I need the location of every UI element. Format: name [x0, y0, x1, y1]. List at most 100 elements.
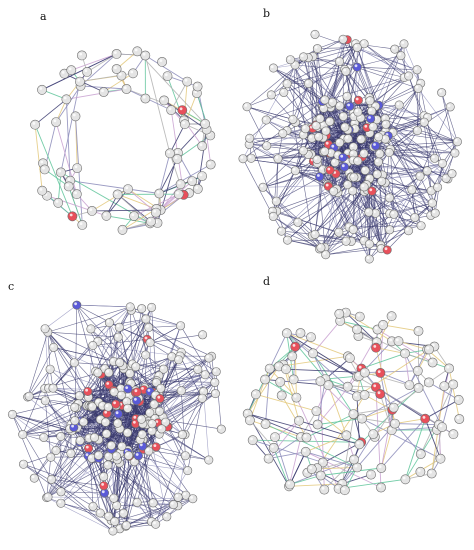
edge	[345, 312, 393, 342]
edge	[242, 158, 274, 217]
edge	[91, 209, 161, 212]
node-highlight	[378, 245, 382, 249]
node-highlight	[398, 52, 402, 56]
node-highlight	[169, 353, 173, 357]
node-highlight	[373, 143, 376, 146]
node	[258, 182, 268, 192]
node-highlight	[336, 58, 340, 62]
node	[197, 393, 207, 403]
node	[187, 176, 198, 186]
node-highlight	[320, 167, 323, 170]
node	[266, 90, 276, 100]
node-highlight	[139, 431, 143, 435]
node-highlight	[74, 302, 77, 306]
edge	[298, 420, 347, 436]
node	[263, 453, 274, 464]
node	[396, 51, 406, 61]
node-highlight	[153, 444, 157, 447]
node	[312, 155, 322, 165]
node-highlight	[88, 326, 92, 329]
node-highlight	[200, 332, 203, 335]
node-highlight	[277, 379, 281, 382]
node-highlight	[77, 78, 81, 82]
edge	[148, 327, 212, 357]
node-highlight	[275, 156, 279, 159]
node	[364, 254, 374, 264]
edge	[109, 322, 115, 393]
edge	[423, 122, 432, 191]
node-highlight	[175, 150, 179, 154]
node	[242, 102, 252, 112]
node	[155, 394, 165, 404]
node	[66, 448, 76, 458]
edge	[165, 393, 216, 423]
node-highlight	[380, 322, 384, 325]
edge	[151, 504, 174, 522]
node	[268, 63, 278, 73]
nodes	[242, 307, 465, 496]
node-highlight	[389, 338, 393, 342]
edge	[325, 211, 370, 255]
node-highlight	[189, 178, 193, 182]
panel-a: a	[0, 0, 237, 275]
panel-b-label: b	[263, 7, 271, 20]
node-highlight	[250, 437, 253, 441]
node-highlight	[161, 97, 165, 101]
node-highlight	[417, 173, 421, 177]
node-highlight	[147, 410, 151, 413]
node-highlight	[389, 427, 392, 431]
node	[375, 389, 386, 399]
node	[39, 164, 50, 175]
edge	[47, 331, 75, 363]
node	[404, 226, 414, 236]
node-highlight	[174, 156, 178, 160]
node-highlight	[325, 183, 329, 187]
node-highlight	[383, 121, 387, 125]
edge	[383, 324, 419, 332]
node-highlight	[336, 311, 340, 314]
node-highlight	[325, 141, 329, 145]
edge	[262, 169, 323, 188]
node	[282, 79, 292, 89]
node	[375, 368, 386, 378]
node-highlight	[119, 227, 123, 230]
node	[176, 321, 186, 331]
node	[173, 492, 183, 502]
node-highlight	[345, 182, 348, 185]
node	[390, 44, 400, 54]
node-highlight	[150, 500, 154, 503]
node-highlight	[91, 434, 95, 438]
edge	[106, 215, 151, 224]
node-highlight	[153, 521, 156, 525]
node	[310, 229, 320, 239]
node	[74, 391, 84, 401]
edge	[312, 353, 354, 415]
edge	[276, 170, 296, 202]
node-highlight	[126, 393, 130, 396]
node-highlight	[355, 109, 359, 113]
edge	[73, 428, 149, 452]
node-highlight	[296, 418, 300, 421]
node	[111, 49, 122, 59]
node	[262, 141, 272, 151]
node-highlight	[354, 393, 358, 397]
node-highlight	[157, 395, 161, 399]
node	[360, 165, 370, 175]
node-highlight	[90, 503, 94, 507]
node	[173, 189, 184, 200]
edge	[404, 418, 426, 480]
edge	[388, 135, 435, 159]
node	[404, 71, 414, 81]
node	[67, 211, 78, 222]
node	[345, 353, 355, 363]
node	[353, 107, 363, 117]
node-highlight	[304, 470, 308, 473]
node-highlight	[362, 369, 365, 373]
node-highlight	[179, 107, 183, 111]
edge	[46, 437, 90, 498]
node	[117, 224, 128, 235]
node	[123, 428, 133, 438]
edge	[364, 370, 418, 374]
node-highlight	[111, 358, 114, 362]
edge	[325, 357, 351, 380]
